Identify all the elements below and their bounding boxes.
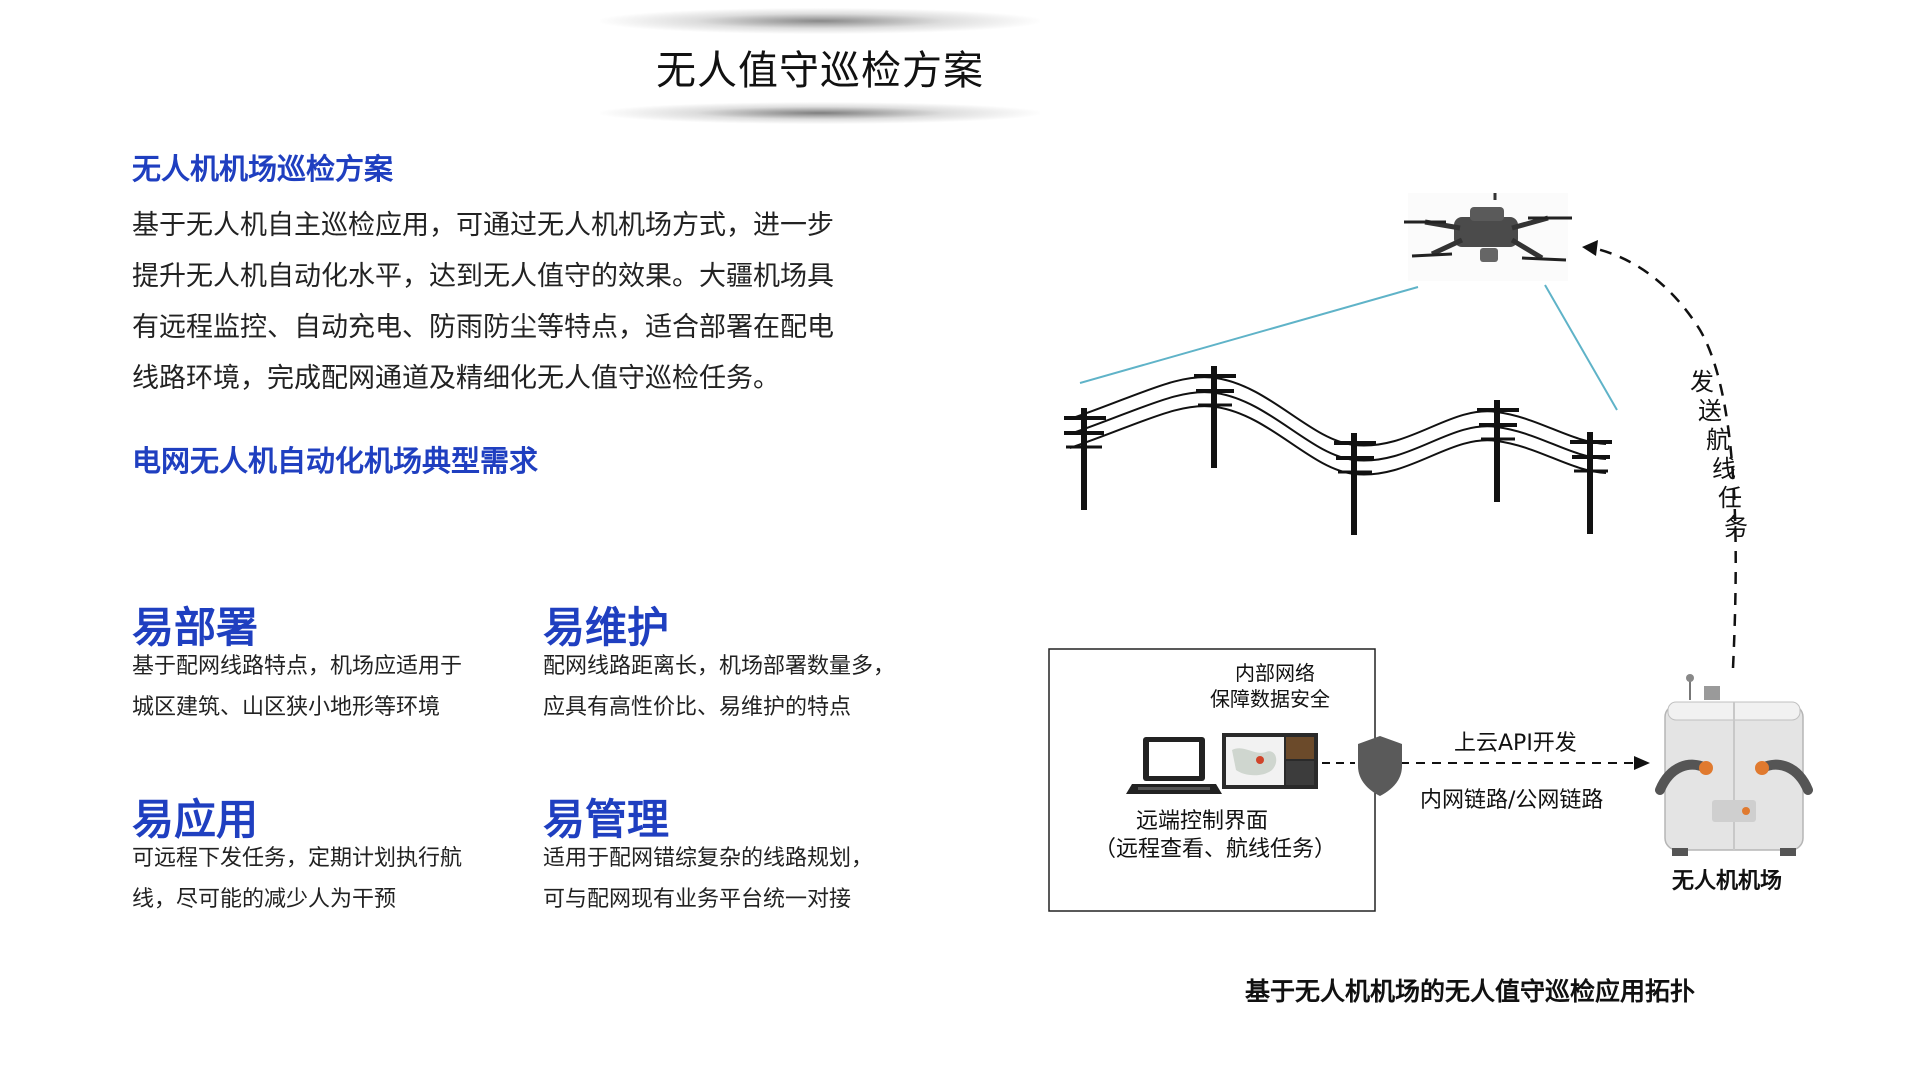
power-pole-icon — [1570, 432, 1612, 534]
feature-desc-line: 城区建筑、山区狭小地形等环境 — [132, 695, 441, 720]
drone-icon — [1404, 193, 1572, 281]
route-label-char: 送 — [1698, 397, 1722, 425]
paragraph-line: 提升无人机自动化水平，达到无人值守的效果。大疆机场具 — [132, 261, 834, 292]
title-shade-bottom — [600, 102, 1040, 124]
shield-icon — [1358, 736, 1402, 796]
route-label-char: 任 — [1718, 484, 1742, 512]
feature-title-easy-apply: 易应用 — [132, 795, 259, 844]
send-route-label: 发 送 航 线 任 务 — [1690, 368, 1748, 541]
feature-desc-line: 可与配网现有业务平台统一对接 — [543, 887, 852, 912]
network-security-label: 内部网络 保障数据安全 — [1210, 661, 1330, 711]
link-type-label: 内网链路/公网链路 — [1420, 788, 1603, 813]
power-pole-icon — [1194, 366, 1236, 468]
feature-desc-line: 基于配网线路特点，机场应适用于 — [132, 654, 463, 679]
feature-desc-easy-maintain: 配网线路距离长，机场部署数量多， 应具有高性价比、易维护的特点 — [543, 646, 923, 728]
control-center-box — [1048, 648, 1376, 912]
laptop-icon — [1126, 737, 1222, 794]
drone-dock-icon — [1655, 674, 1813, 856]
feature-title-easy-maintain: 易维护 — [543, 603, 670, 652]
feature-desc-line: 配网线路距离长，机场部署数量多， — [543, 654, 896, 679]
api-label: 上云API开发 — [1454, 731, 1577, 756]
control-label-line: （远程查看、航线任务） — [1094, 837, 1336, 862]
feature-desc-easy-apply: 可远程下发任务，定期计划执行航 线，尽可能的减少人为干预 — [132, 838, 532, 920]
feature-desc-easy-manage: 适用于配网错综复杂的线路规划， 可与配网现有业务平台统一对接 — [543, 838, 923, 920]
feature-desc-easy-deploy: 基于配网线路特点，机场应适用于 城区建筑、山区狭小地形等环境 — [132, 646, 532, 728]
route-label-char: 发 — [1690, 368, 1714, 396]
link-labels: 上云API开发 内网链路/公网链路 — [1420, 731, 1603, 813]
route-label-char: 航 — [1706, 426, 1730, 454]
feature-title-easy-manage: 易管理 — [543, 795, 670, 844]
section-heading-airport-inspection: 无人机机场巡检方案 — [132, 152, 394, 186]
section-heading-typical-needs: 电网无人机自动化机场典型需求 — [132, 444, 539, 478]
drone-view-beam-right — [1544, 284, 1618, 411]
control-ui-label: 远端控制界面 （远程查看、航线任务） — [1094, 809, 1336, 862]
drone-view-beam-left — [1079, 286, 1419, 384]
power-pole-icon — [1477, 400, 1519, 502]
route-label-char: 务 — [1724, 513, 1748, 541]
title-shade-top — [600, 8, 1040, 34]
route-label-char: 线 — [1712, 455, 1736, 483]
intro-paragraph: 基于无人机自主巡检应用，可通过无人机机场方式，进一步 提升无人机自动化水平，达到… — [132, 200, 892, 404]
power-wires — [1069, 376, 1607, 476]
feature-desc-line: 应具有高性价比、易维护的特点 — [543, 695, 852, 720]
route-arrow-head — [1582, 240, 1598, 256]
dock-label: 无人机机场 — [1672, 869, 1782, 894]
power-pole-icon — [1334, 433, 1376, 535]
diagram-caption: 基于无人机机场的无人值守巡检应用拓扑 — [1244, 977, 1695, 1006]
paragraph-line: 线路环境，完成配网通道及精细化无人值守巡检任务。 — [132, 363, 780, 394]
feature-desc-line: 线，尽可能的减少人为干预 — [132, 887, 397, 912]
paragraph-line: 有远程监控、自动充电、防雨防尘等特点，适合部署在配电 — [132, 312, 834, 343]
feature-desc-line: 可远程下发任务，定期计划执行航 — [132, 846, 463, 871]
network-label-line: 内部网络 — [1235, 661, 1315, 685]
paragraph-line: 基于无人机自主巡检应用，可通过无人机机场方式，进一步 — [132, 210, 834, 241]
network-label-line: 保障数据安全 — [1210, 687, 1330, 711]
page-title: 无人值守巡检方案 — [656, 48, 984, 94]
feature-desc-line: 适用于配网错综复杂的线路规划， — [543, 846, 874, 871]
title-banner: 无人值守巡检方案 — [600, 8, 1040, 124]
control-label-line: 远端控制界面 — [1136, 809, 1268, 834]
link-arrow-head — [1634, 756, 1650, 770]
route-arrow-line — [1587, 245, 1737, 669]
control-screen-icon — [1222, 733, 1318, 789]
feature-title-easy-deploy: 易部署 — [132, 603, 259, 652]
